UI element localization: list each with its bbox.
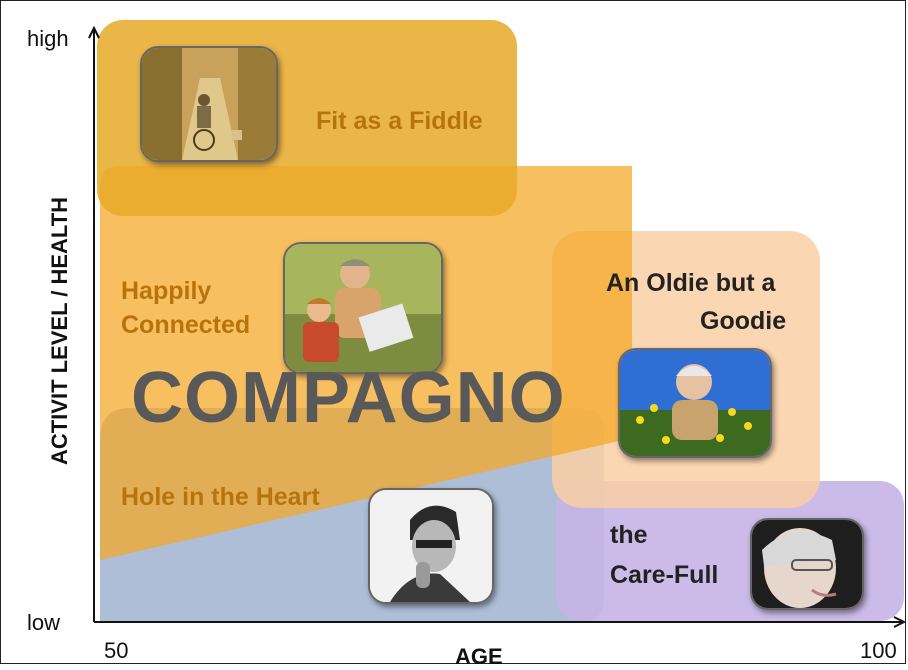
x-axis-max-label: 100 <box>860 638 897 663</box>
the-label: the <box>610 521 648 549</box>
y-axis-low-label: low <box>27 610 61 635</box>
fit-as-a-fiddle-label: Fit as a Fiddle <box>316 107 483 135</box>
elderly-woman-portrait-photo-icon <box>750 518 864 610</box>
elderly-woman-flowers-photo-icon <box>618 348 772 458</box>
cyclist-photo-icon <box>140 46 278 162</box>
care-full-label: Care-Full <box>610 561 719 589</box>
y-axis-arrow <box>88 25 100 39</box>
pensive-man-photo-icon <box>368 488 494 604</box>
y-axis-title: ACTIVIT LEVEL / HEALTH <box>47 196 72 466</box>
x-axis-min-label: 50 <box>104 638 129 663</box>
goodie-label: Goodie <box>700 307 787 335</box>
grandmother-child-photo-icon <box>283 242 443 374</box>
y-axis-high-label: high <box>27 26 69 51</box>
x-axis-title: AGE <box>455 644 503 669</box>
connected-label: Connected <box>121 311 251 339</box>
oldie-label: An Oldie but a <box>606 269 776 297</box>
hole-in-the-heart-label: Hole in the Heart <box>121 483 320 511</box>
brand-wordmark: COMPAGNO <box>131 358 566 438</box>
happily-label: Happily <box>121 277 212 305</box>
x-axis-arrow <box>893 616 907 628</box>
